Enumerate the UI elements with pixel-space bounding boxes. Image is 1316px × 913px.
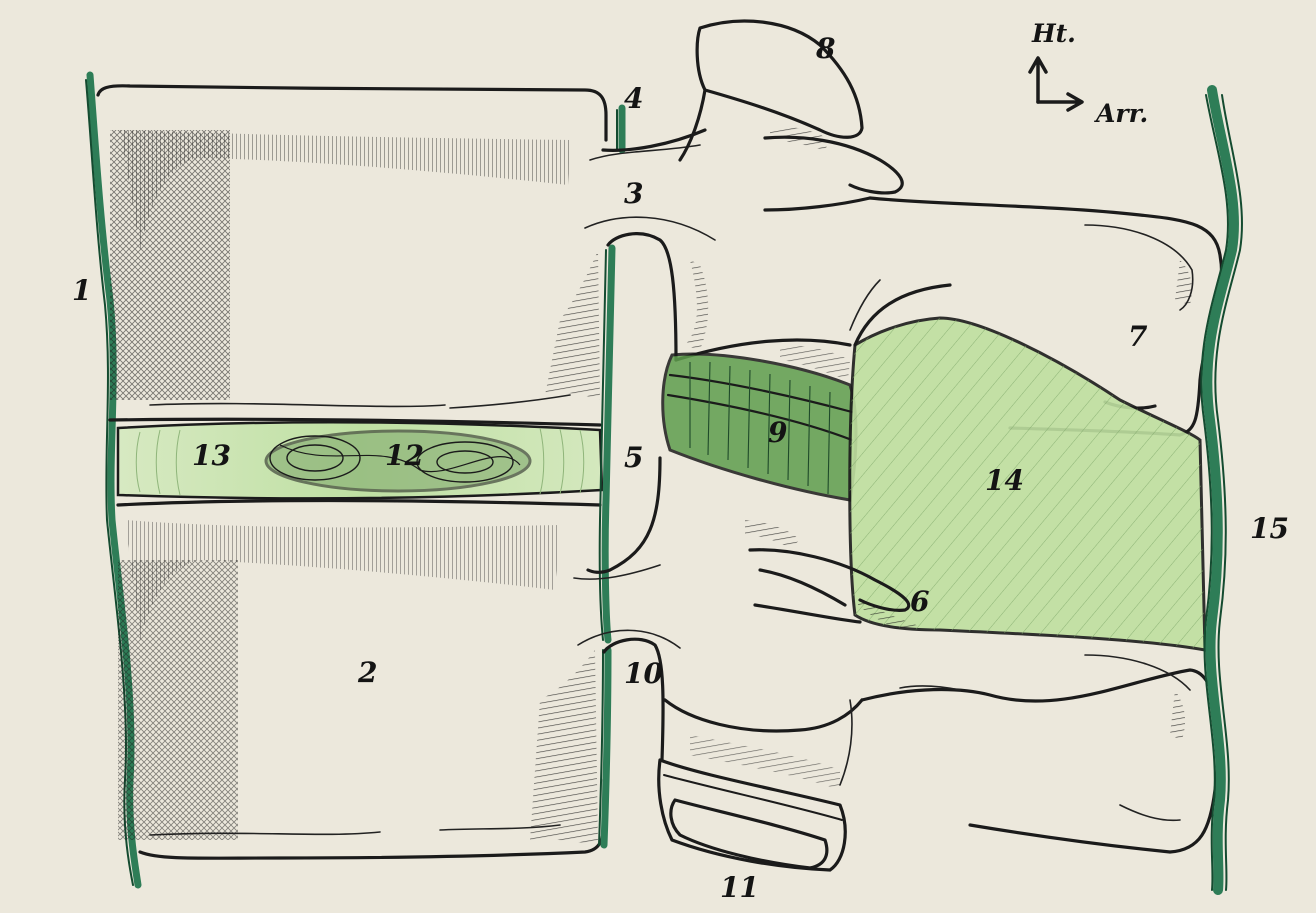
label-12: 12 <box>385 439 424 472</box>
axis-label-up: Ht. <box>1031 19 1076 48</box>
label-8: 8 <box>815 32 835 65</box>
label-11: 11 <box>720 871 759 904</box>
label-7: 7 <box>1128 320 1148 353</box>
label-14: 14 <box>985 464 1024 497</box>
orientation-arrows <box>1030 58 1082 110</box>
ligamentum-flavum <box>663 354 856 500</box>
axis-label-right: Arr. <box>1094 99 1148 128</box>
supraspinous-ligament <box>1201 90 1242 890</box>
label-13: 13 <box>192 439 231 472</box>
label-5: 5 <box>624 441 643 474</box>
label-6: 6 <box>910 585 929 618</box>
label-10: 10 <box>624 657 663 690</box>
label-3: 3 <box>624 177 643 210</box>
label-1: 1 <box>72 274 91 307</box>
label-4: 4 <box>624 82 643 115</box>
label-15: 15 <box>1250 512 1289 545</box>
label-2: 2 <box>357 656 377 689</box>
upper-vertebral-body <box>98 86 606 425</box>
label-9: 9 <box>768 416 787 449</box>
interspinous-ligament <box>850 280 1205 650</box>
